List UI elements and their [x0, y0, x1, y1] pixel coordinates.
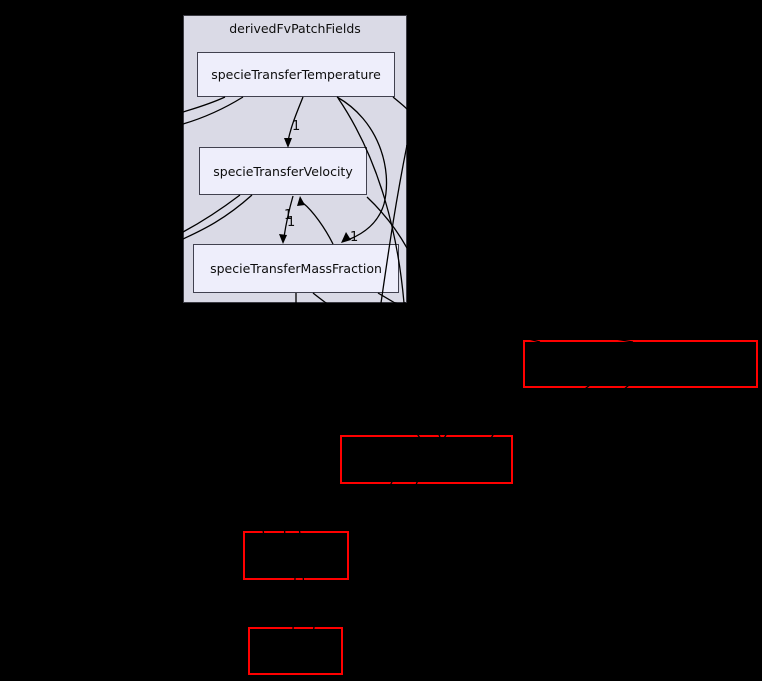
external-node-3[interactable]: [243, 531, 349, 580]
node-label: specieTransferVelocity: [213, 163, 353, 179]
external-node-4[interactable]: [248, 627, 343, 675]
external-node-1[interactable]: [523, 340, 758, 388]
cluster-label: derivedFvPatchFields: [229, 21, 361, 36]
node-specieTransferVelocity[interactable]: specieTransferVelocity: [199, 147, 367, 195]
node-label: specieTransferTemperature: [211, 67, 381, 82]
edge-external: [292, 577, 296, 631]
node-specieTransferTemperature[interactable]: specieTransferTemperature: [197, 52, 395, 97]
edge-external: [312, 292, 421, 439]
node-specieTransferMassFraction[interactable]: specieTransferMassFraction: [193, 244, 399, 293]
external-node-2[interactable]: [340, 435, 513, 484]
node-label: specieTransferMassFraction: [210, 261, 382, 276]
edge-count-label: 1: [287, 215, 296, 230]
edge-external: [295, 293, 301, 535]
edge-count-label: 1: [292, 119, 301, 134]
edge-count-label: 1: [350, 230, 359, 245]
